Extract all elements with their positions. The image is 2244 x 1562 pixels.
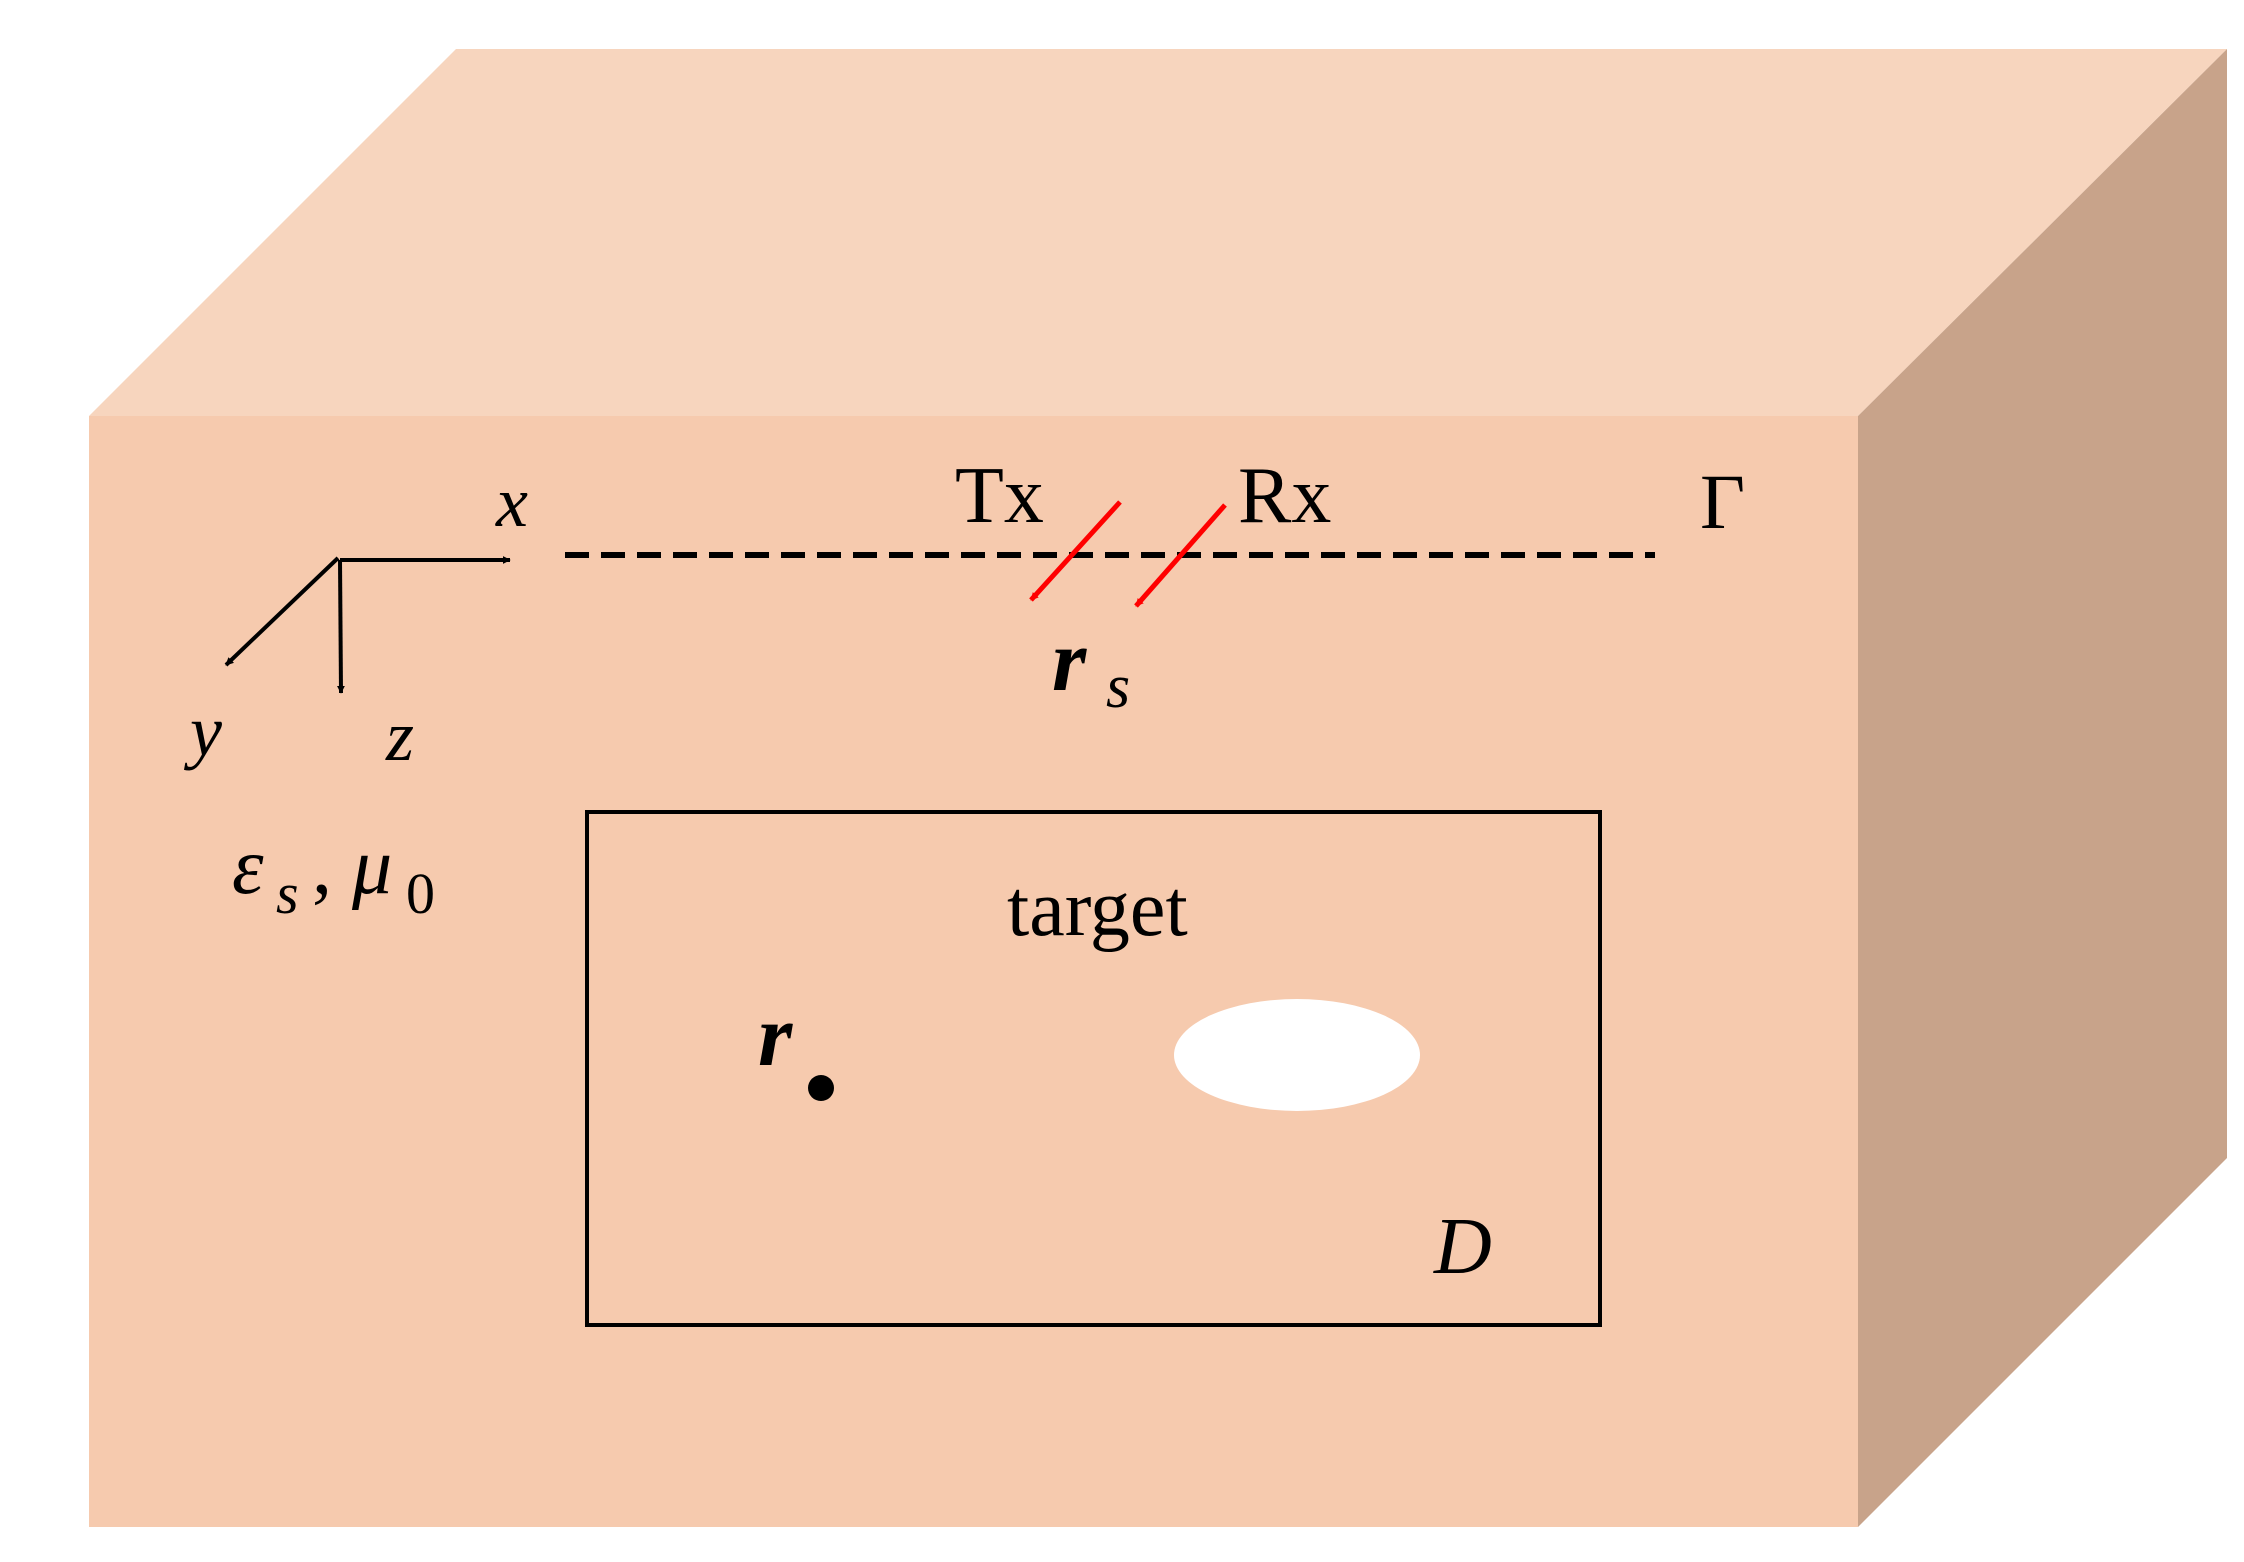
- target-label: target: [1007, 865, 1188, 953]
- r-point-dot: [808, 1075, 834, 1101]
- box-front-face: [89, 416, 1858, 1527]
- box-side-face: [1858, 49, 2227, 1527]
- box-top-face: [89, 49, 2227, 416]
- gamma-label: Γ: [1700, 458, 1745, 545]
- epsilon-label: ε: [232, 823, 264, 911]
- tx-arrow: [1029, 500, 1122, 602]
- y-axis-label: y: [183, 691, 222, 771]
- z-axis-arrow: [336, 559, 345, 694]
- rs-label: r: [1052, 613, 1087, 710]
- y-axis-arrow: [224, 556, 340, 667]
- rs-main: r: [1052, 613, 1087, 710]
- mu-label: μ: [351, 823, 392, 911]
- x-axis-label: x: [495, 462, 528, 542]
- domain-rectangle: [585, 810, 1602, 1327]
- tx-label: Tx: [955, 452, 1044, 540]
- rs-subscript: s: [1106, 653, 1130, 721]
- comma-label: ,: [312, 823, 332, 911]
- z-axis-label: z: [385, 696, 414, 776]
- r-point-label: r: [758, 988, 793, 1085]
- rx-arrow: [1134, 503, 1227, 608]
- rx-label: Rx: [1238, 452, 1331, 540]
- mu-subscript: 0: [406, 861, 435, 926]
- epsilon-subscript: s: [276, 861, 299, 926]
- coordinate-axes: [224, 556, 511, 694]
- domain-label: D: [1433, 1203, 1492, 1291]
- target-ellipse: [1174, 999, 1420, 1111]
